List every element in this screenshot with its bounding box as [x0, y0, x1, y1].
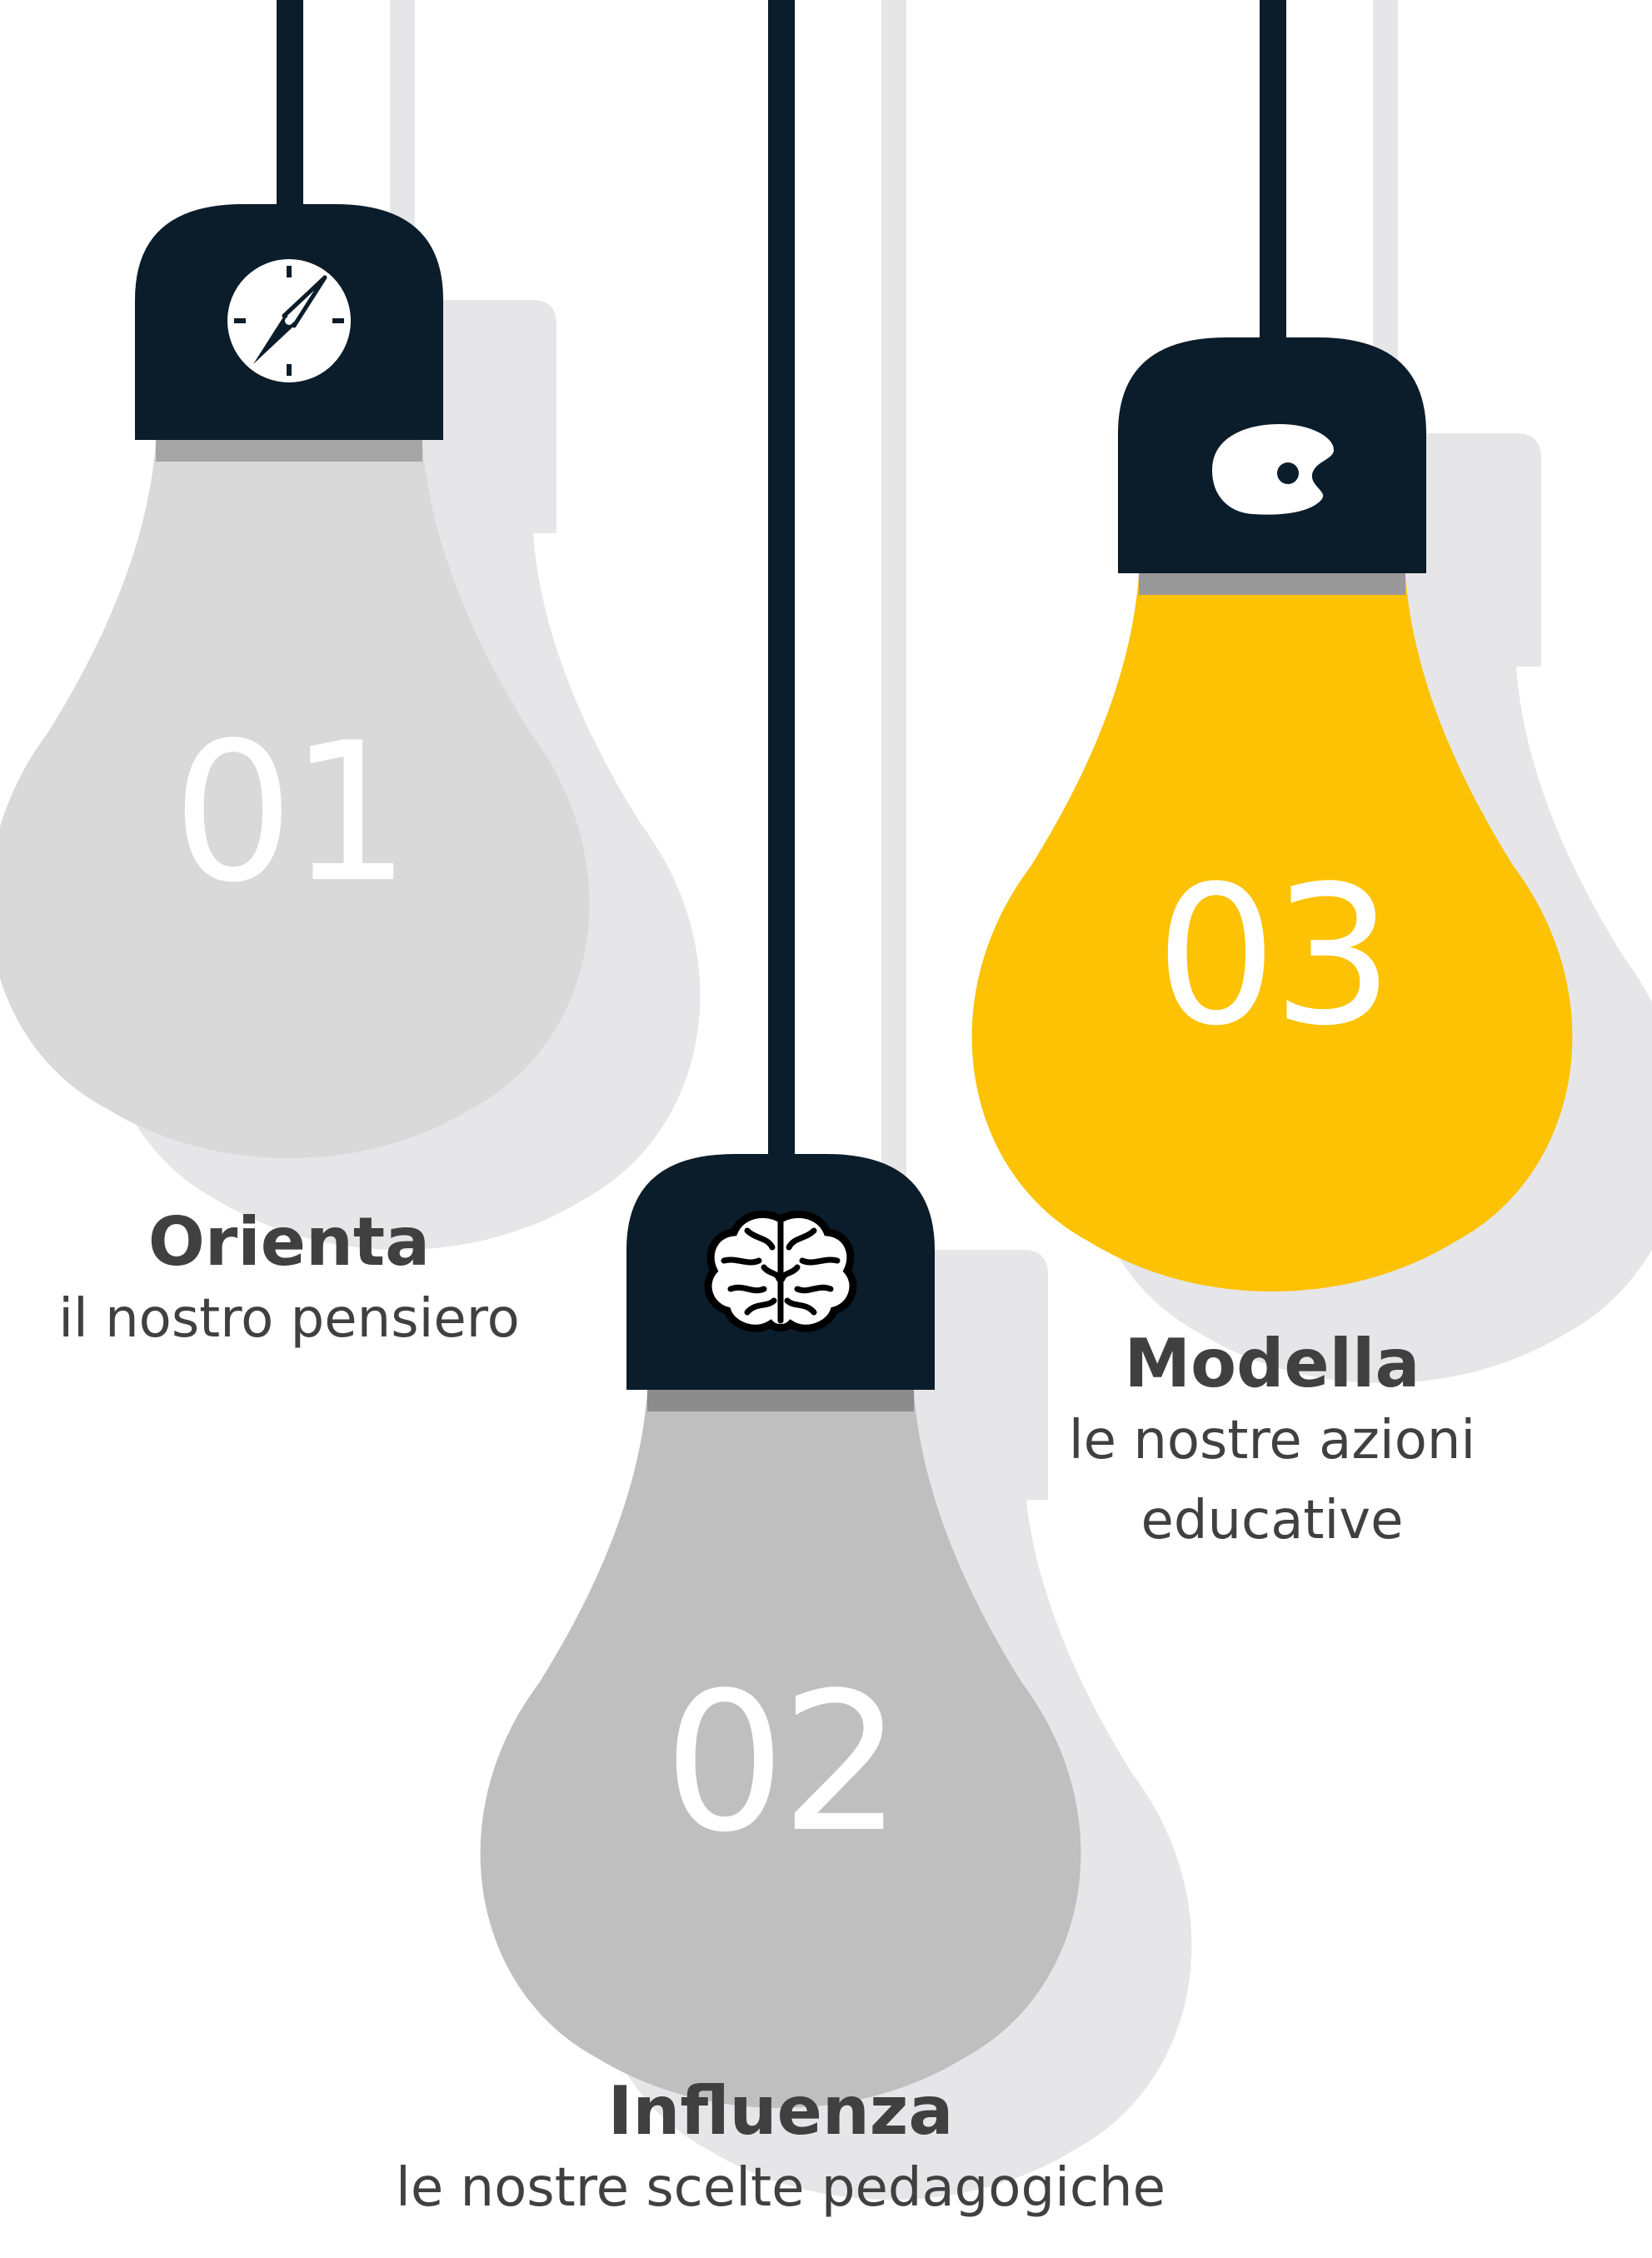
bulb-1-socket-ring: [156, 440, 422, 462]
bulb-2-cord: [768, 0, 795, 1154]
bulb-3-cord: [1260, 0, 1286, 337]
brain-icon: [704, 1210, 857, 1332]
bulb-group-3: 03: [971, 0, 1652, 1383]
caption-orienta-subtitle: il nostro pensiero: [58, 1288, 520, 1350]
bulb-group-2: 02: [480, 0, 1192, 2200]
bulb-1-number: 01: [172, 702, 407, 925]
bulb-group-1: 01: [0, 0, 701, 1250]
palette-icon: [1206, 418, 1340, 520]
caption-modella: Modella le nostre azioni educative: [1039, 1327, 1505, 1561]
caption-modella-subtitle: le nostre azioni educative: [1068, 1410, 1476, 1551]
caption-orienta: Orienta il nostro pensiero: [22, 1206, 556, 1359]
bulb-2-socket-ring: [647, 1390, 914, 1411]
caption-modella-title: Modella: [1124, 1325, 1420, 1402]
caption-orienta-title: Orienta: [147, 1203, 431, 1281]
bulb-2-number: 02: [664, 1652, 898, 1875]
caption-influenza-title: Influenza: [607, 2072, 954, 2150]
bulb-3-number: 03: [1155, 846, 1390, 1068]
caption-influenza: Influenza le nostre scelte pedagogiche: [322, 2075, 1239, 2228]
compass-icon: [221, 252, 357, 389]
bulb-1-cord: [277, 0, 303, 204]
caption-influenza-subtitle: le nostre scelte pedagogiche: [396, 2157, 1165, 2219]
bulb-3-socket-ring: [1139, 573, 1405, 595]
